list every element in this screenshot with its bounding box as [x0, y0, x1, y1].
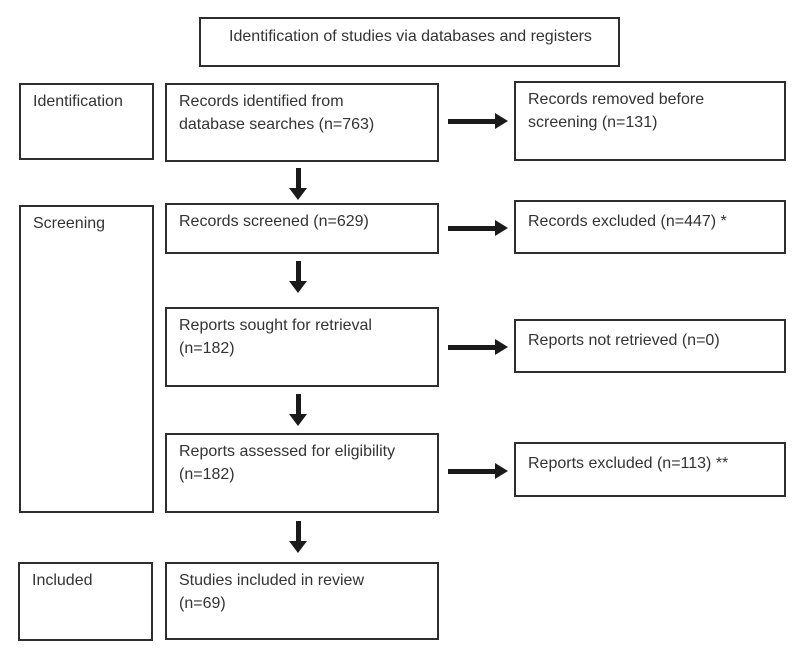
arrow-down-icon	[289, 521, 307, 553]
arrow-head	[495, 339, 508, 355]
stage-label-text: Screening	[33, 215, 106, 232]
stage-label-included: Included	[18, 562, 153, 641]
arrow-head	[289, 188, 307, 200]
flow-box-text-line: (n=182)	[179, 465, 235, 483]
flow-box-text-line: (n=69)	[179, 594, 226, 612]
arrow-shaft	[295, 168, 301, 188]
arrow-head	[495, 113, 508, 129]
arrow-head	[289, 414, 307, 426]
stage-label-identification: Identification	[19, 83, 154, 160]
exclusion-box-text-line: Records removed before	[528, 91, 705, 108]
exclusion-box-records-removed: Records removed before screening (n=131)	[514, 81, 786, 161]
flow-box-text-line: Studies included in review	[179, 572, 364, 589]
arrow-shaft	[448, 118, 495, 124]
stage-label-text: Included	[32, 572, 93, 589]
flow-box-reports-sought: Reports sought for retrieval (n=182)	[165, 307, 439, 387]
arrow-shaft	[448, 344, 495, 350]
arrow-head	[495, 220, 508, 236]
arrow-shaft	[295, 261, 301, 281]
flow-box-studies-included: Studies included in review (n=69)	[165, 562, 439, 640]
exclusion-box-reports-not-retrieved: Reports not retrieved (n=0)	[514, 319, 786, 373]
flow-box-records-identified: Records identified from database searche…	[165, 83, 439, 162]
arrow-shaft	[448, 225, 495, 231]
arrow-head	[495, 463, 508, 479]
arrow-head	[289, 541, 307, 553]
arrow-shaft	[295, 394, 301, 414]
arrow-head	[289, 281, 307, 293]
arrow-right-icon	[448, 113, 508, 129]
arrow-right-icon	[448, 463, 508, 479]
exclusion-box-reports-excluded: Reports excluded (n=113) **	[514, 442, 786, 497]
diagram-title-box: Identification of studies via databases …	[199, 17, 620, 67]
flow-box-reports-assessed: Reports assessed for eligibility (n=182)	[165, 433, 439, 513]
flow-box-text-line: database searches (n=763)	[179, 115, 375, 133]
arrow-down-icon	[289, 168, 307, 200]
arrow-down-icon	[289, 261, 307, 293]
diagram-title: Identification of studies via databases …	[229, 28, 592, 45]
stage-label-screening: Screening	[19, 205, 154, 513]
flow-box-text-line: Reports sought for retrieval	[179, 317, 372, 334]
flow-box-text-line: Records identified from	[179, 93, 344, 110]
exclusion-box-text-line: Reports excluded (n=113) **	[528, 455, 729, 472]
arrow-shaft	[448, 468, 495, 474]
flow-box-text-line: Reports assessed for eligibility	[179, 443, 396, 460]
exclusion-box-text-line: Records excluded (n=447) *	[528, 213, 727, 230]
flow-box-text-line: (n=182)	[179, 339, 235, 357]
exclusion-box-text-line: Reports not retrieved (n=0)	[528, 332, 720, 349]
stage-label-text: Identification	[33, 93, 123, 110]
flow-box-text-line: Records screened (n=629)	[179, 213, 369, 230]
arrow-down-icon	[289, 394, 307, 426]
arrow-right-icon	[448, 220, 508, 236]
arrow-right-icon	[448, 339, 508, 355]
exclusion-box-records-excluded: Records excluded (n=447) *	[514, 200, 786, 254]
arrow-shaft	[295, 521, 301, 541]
exclusion-box-text-line: screening (n=131)	[528, 113, 658, 131]
flow-box-records-screened: Records screened (n=629)	[165, 203, 439, 254]
